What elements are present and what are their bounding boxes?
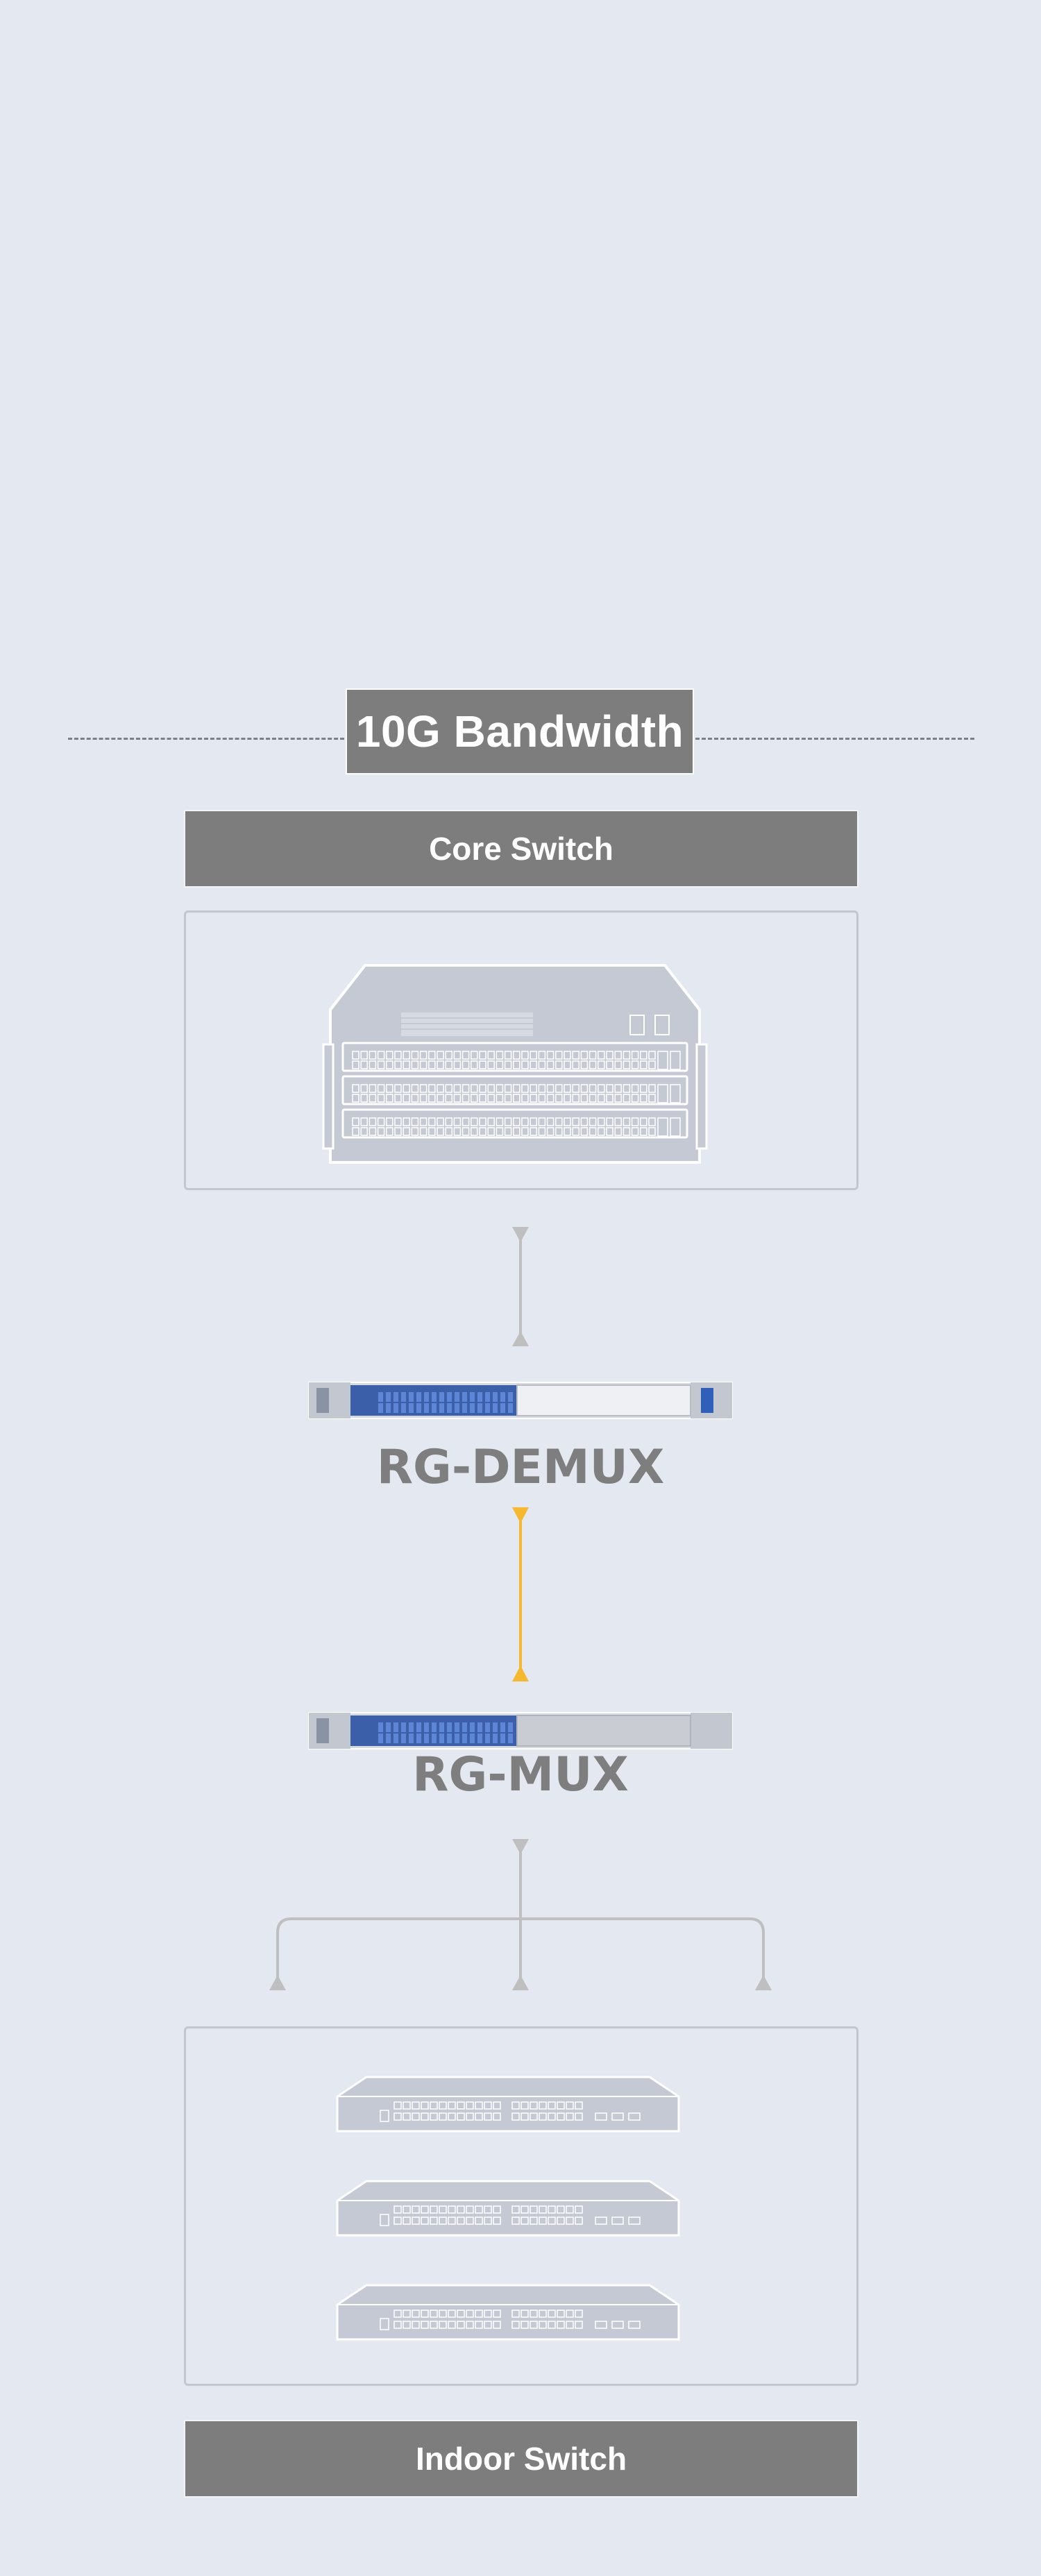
- core-switch-header: Core Switch: [184, 810, 858, 888]
- indoor-switches: [336, 2076, 680, 2341]
- demux-mux-arrow-top: [512, 1507, 529, 1523]
- indoor-switch-icon-3: [336, 2284, 680, 2341]
- demux-label: RG-DEMUX: [376, 1440, 665, 1495]
- mux-device-icon: [308, 1712, 733, 1749]
- branch-arrow-left: [269, 1975, 286, 1990]
- dashed-separator-left: [68, 738, 344, 740]
- mux-label: RG-MUX: [412, 1747, 629, 1802]
- demux-device-icon: [308, 1382, 733, 1419]
- bandwidth-badge: 10G Bandwidth: [346, 688, 694, 774]
- dashed-separator-right: [695, 738, 974, 740]
- branch-arrow-right: [755, 1975, 772, 1990]
- demux-mux-arrow-bottom: [512, 1666, 529, 1681]
- indoor-switch-header: Indoor Switch: [184, 2420, 858, 2498]
- indoor-switch-icon-1: [336, 2076, 680, 2133]
- core-demux-arrow-bottom: [512, 1331, 529, 1346]
- indoor-switch-icon-2: [336, 2180, 680, 2237]
- indoor-switch-frame: [184, 2026, 858, 2386]
- core-demux-arrow-top: [512, 1227, 529, 1242]
- core-switch-frame: [184, 910, 858, 1190]
- branch-arrow-center: [512, 1975, 529, 1990]
- core-switch-icon: [322, 964, 708, 1164]
- mux-branch-links: [276, 1917, 765, 1981]
